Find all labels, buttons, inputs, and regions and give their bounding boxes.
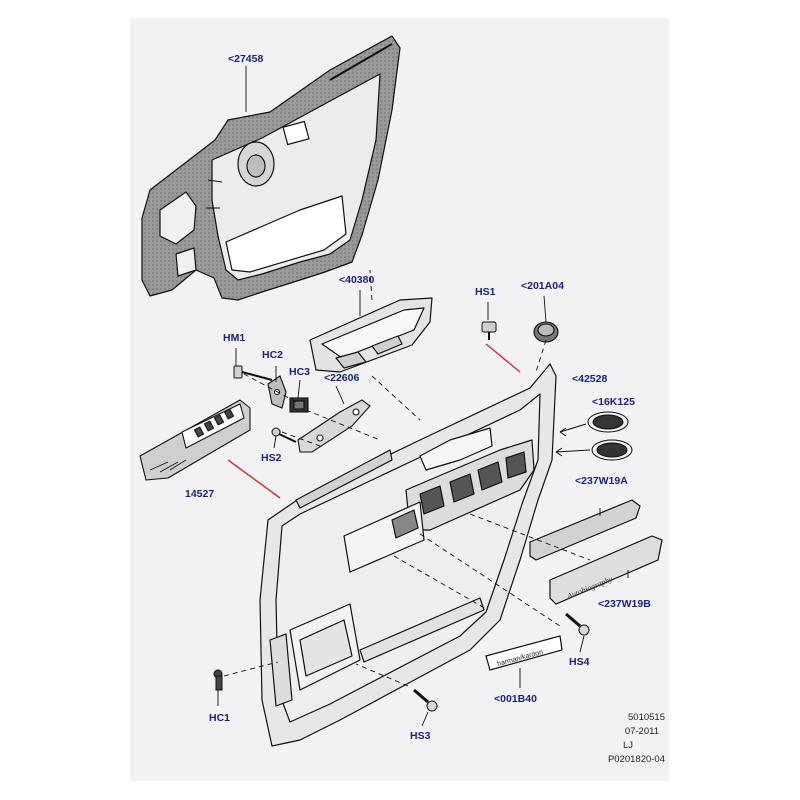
clip-hc1 — [213, 669, 223, 691]
callout-hs2: HS2 — [261, 452, 282, 464]
callout-40380: <40380 — [339, 274, 375, 286]
diagram-initials: LJ — [622, 740, 633, 751]
speaker-grille-201a04 — [533, 321, 559, 343]
callout-hc1: HC1 — [209, 712, 231, 724]
callout-hc3: HC3 — [289, 366, 311, 378]
screw-hs2 — [271, 427, 297, 443]
callout-237w19a: <237W19A — [575, 475, 628, 487]
callout-hs1: HS1 — [475, 286, 496, 298]
bracket-22606 — [297, 399, 371, 453]
screw-hs3 — [413, 688, 438, 712]
callout-001b40: <001B40 — [494, 693, 537, 705]
callout-14527: 14527 — [185, 488, 215, 500]
switch-pack-14527 — [139, 399, 251, 481]
clip-hs1 — [481, 321, 497, 340]
callout-hs4: HS4 — [569, 656, 590, 668]
door-trim-panel — [259, 363, 557, 747]
diagram-ref: P0201820-04 — [607, 754, 665, 765]
badge-42528 — [587, 411, 629, 433]
callout-hc2: HC2 — [262, 349, 284, 361]
callout-27458: <27458 — [228, 53, 264, 65]
callout-leaders — [217, 66, 629, 727]
grab-handle-40380 — [309, 297, 433, 373]
harman-kardon-badge: harman/kardon — [485, 635, 563, 671]
diagram-code: 5010515 — [628, 712, 665, 723]
bolt-hm1 — [233, 365, 273, 381]
diagram-date: 07-2011 — [624, 726, 659, 737]
badge-arrows — [555, 423, 591, 457]
callout-16k125: <16K125 — [592, 396, 635, 408]
callout-42528: <42528 — [572, 373, 608, 385]
screw-hs4 — [565, 612, 590, 636]
veneer-trim-237w19a — [529, 499, 641, 561]
inner-door-carrier — [141, 35, 401, 301]
assembly-lines — [223, 269, 591, 687]
callout-hs3: HS3 — [410, 730, 431, 742]
callout-hm1: HM1 — [223, 332, 246, 344]
callout-22606: <22606 — [324, 372, 360, 384]
callout-201a04: <201A04 — [521, 280, 564, 292]
red-leaders — [227, 343, 521, 499]
badge-16k125 — [591, 439, 633, 461]
callout-237w19b: <237W19B — [598, 598, 651, 610]
